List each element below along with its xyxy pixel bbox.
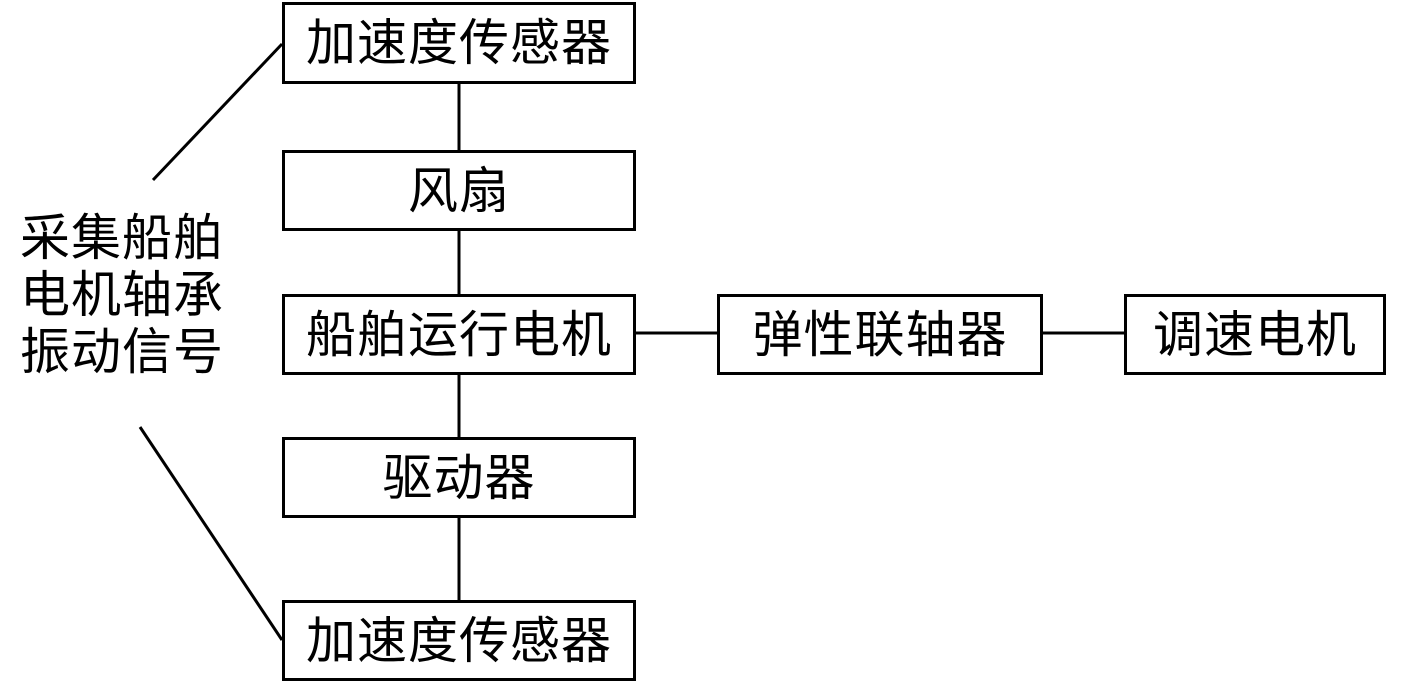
vibration-signal-label: 采集船舶 电机轴承 振动信号 [20,210,270,381]
accel-sensor-bottom-label: 加速度传感器 [306,611,612,670]
ship-motor-box: 船舶运行电机 [282,294,636,375]
speed-motor-label: 调速电机 [1153,305,1357,364]
side-label-line-1: 采集船舶 [20,209,224,267]
accel-sensor-bottom-box: 加速度传感器 [282,600,636,681]
elastic-coupling-box: 弹性联轴器 [717,294,1043,375]
accel-sensor-top-box: 加速度传感器 [282,2,636,84]
side-label-line-2: 电机轴承 [20,266,224,324]
pointer-line-lower [138,426,284,641]
accel-sensor-top-label: 加速度传感器 [306,14,612,72]
driver-box: 驱动器 [282,437,636,518]
side-label-line-3: 振动信号 [20,323,224,381]
elastic-coupling-label: 弹性联轴器 [752,305,1008,364]
fan-box: 风扇 [282,150,636,231]
driver-label: 驱动器 [382,448,536,507]
pointer-line-upper [151,42,284,182]
speed-motor-box: 调速电机 [1124,294,1386,375]
fan-label: 风扇 [408,161,510,220]
ship-motor-label: 船舶运行电机 [306,305,612,364]
